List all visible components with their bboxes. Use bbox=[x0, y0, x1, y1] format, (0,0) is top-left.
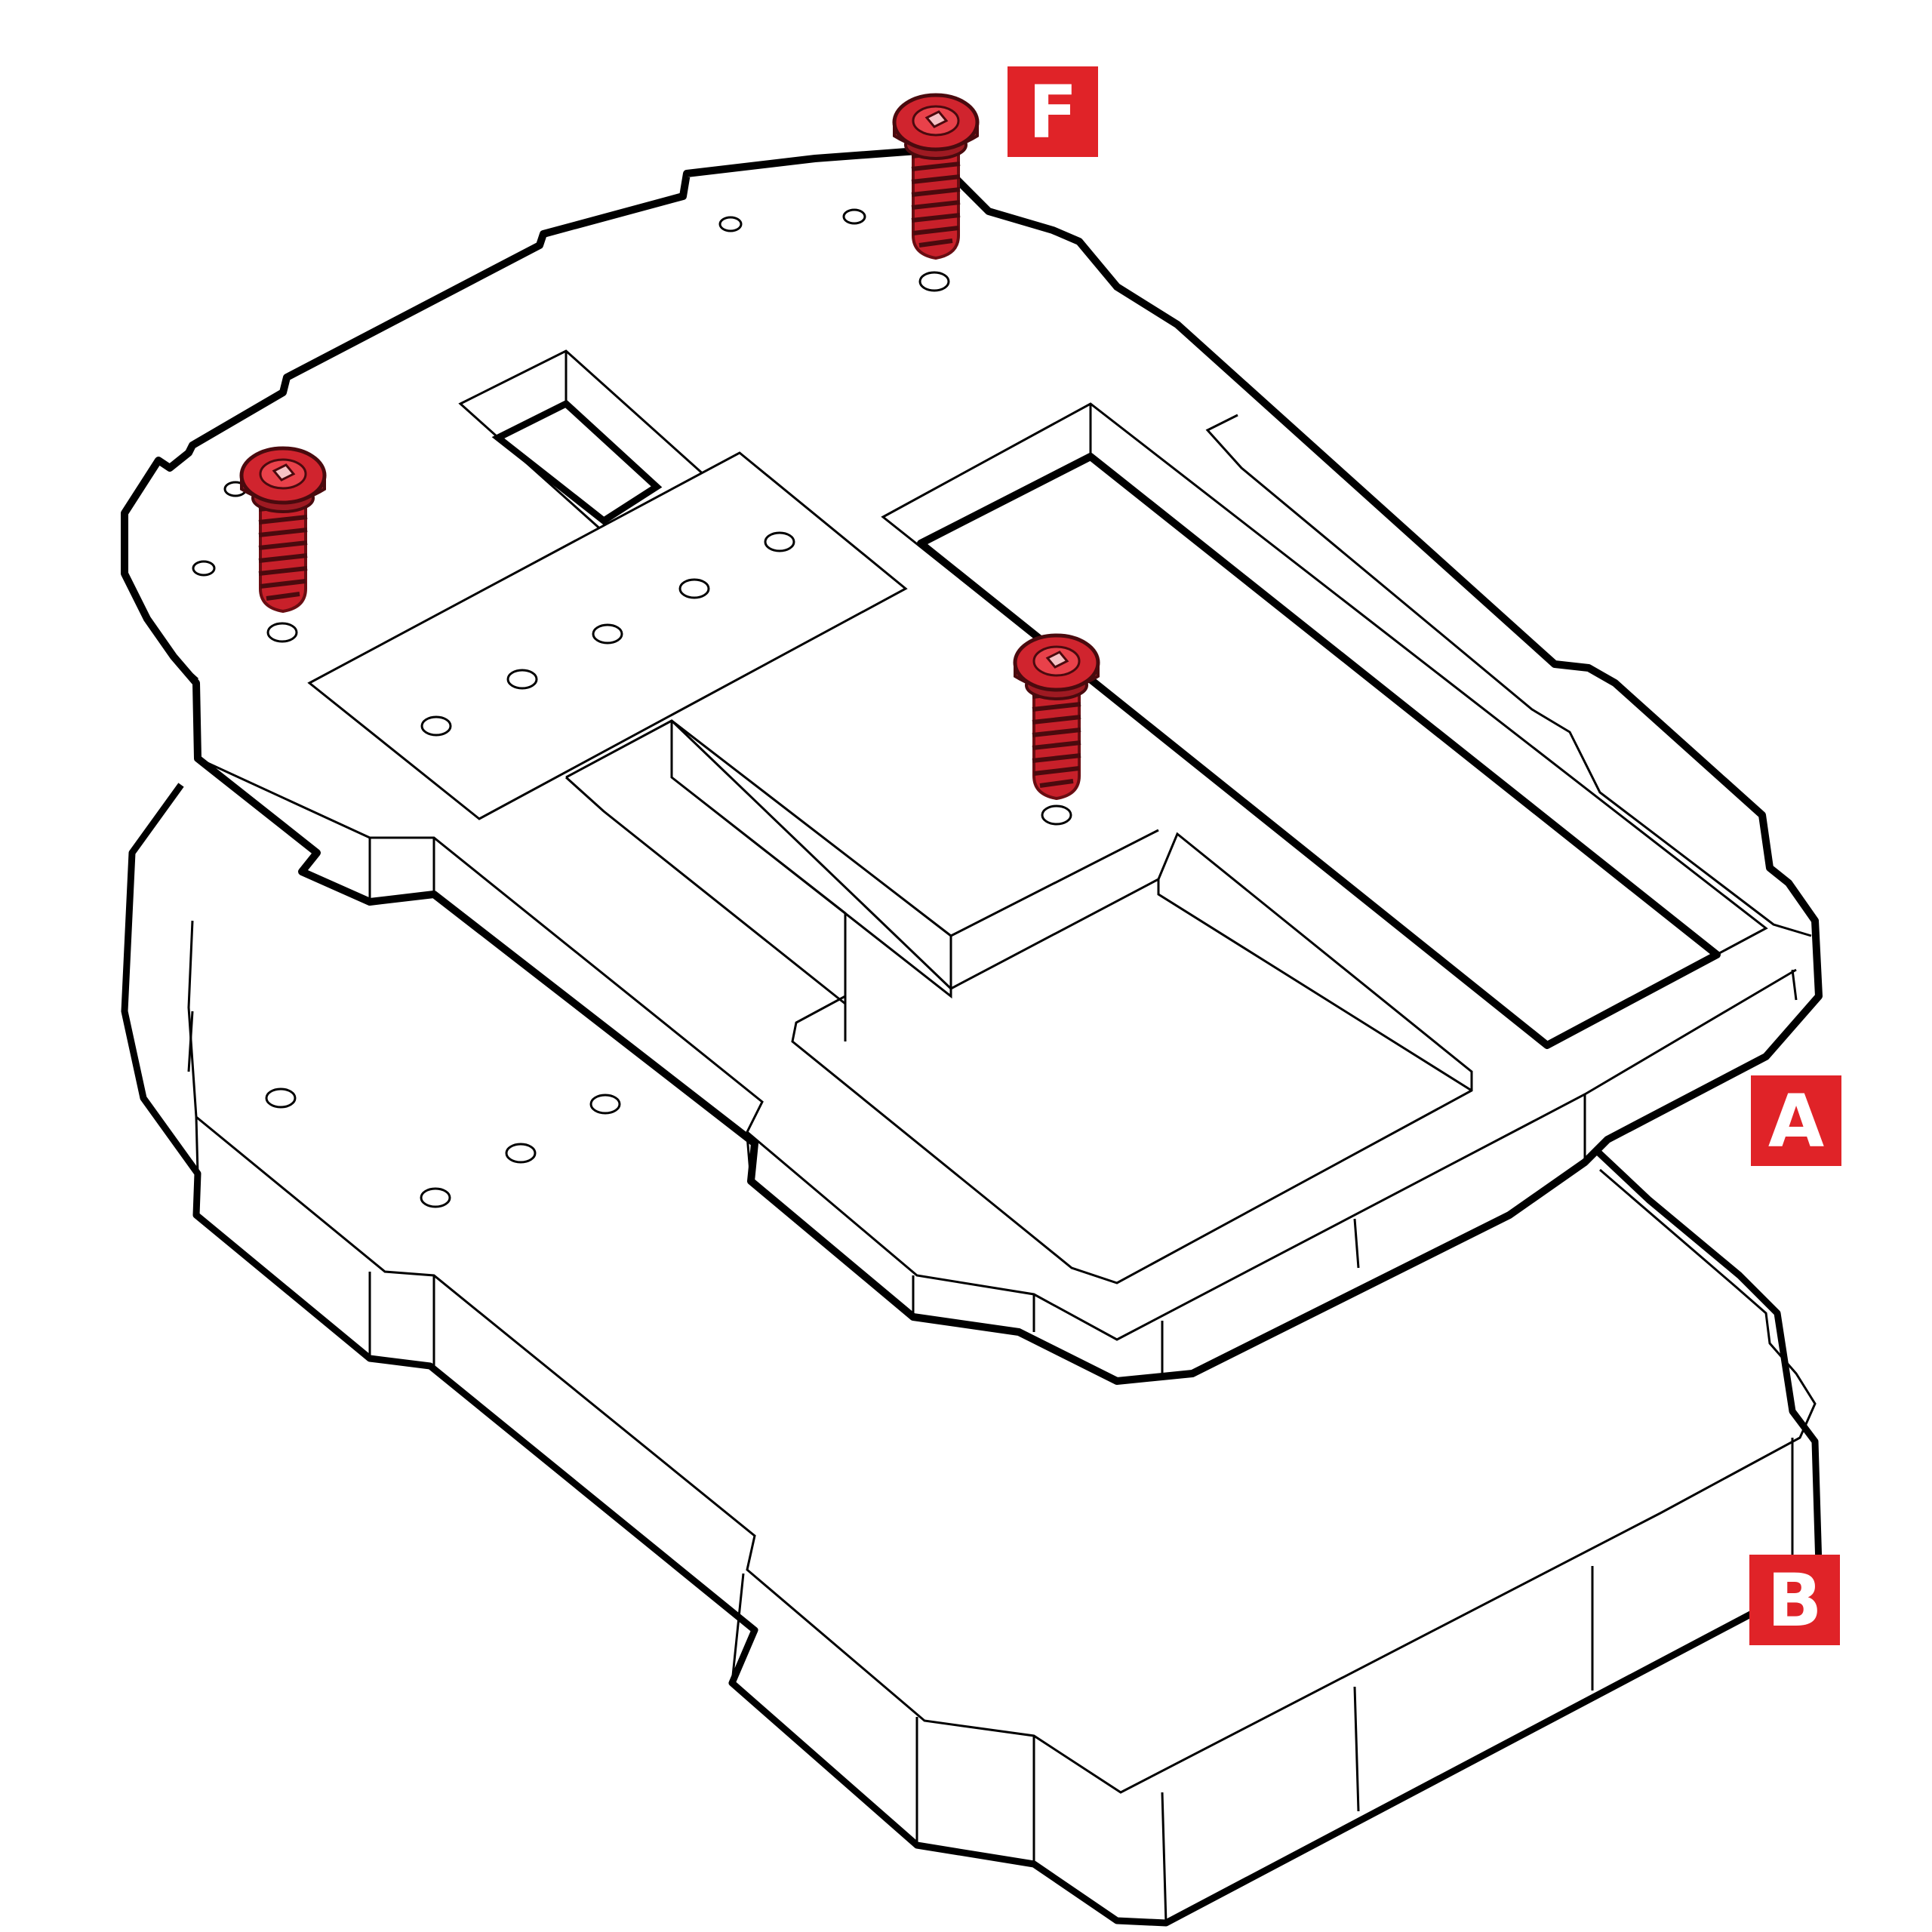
plate-b bbox=[121, 783, 1823, 1927]
plate-a-top-face bbox=[1205, 414, 1812, 937]
plate-a-holes bbox=[192, 208, 1072, 826]
tag-bottom-plate: B bbox=[1749, 1555, 1840, 1645]
plate-a-insert-holes bbox=[420, 531, 795, 737]
tag-screws: F bbox=[1008, 66, 1098, 157]
plate-a bbox=[121, 147, 1823, 1385]
tag-top-plate-label: A bbox=[1768, 1079, 1824, 1164]
tag-bottom-plate-label: B bbox=[1767, 1558, 1822, 1643]
tag-screws-label: F bbox=[1028, 70, 1078, 155]
plate-b-top-face bbox=[187, 920, 1817, 1794]
tag-top-plate: A bbox=[1751, 1075, 1841, 1166]
plate-b-holes bbox=[265, 1088, 621, 1208]
